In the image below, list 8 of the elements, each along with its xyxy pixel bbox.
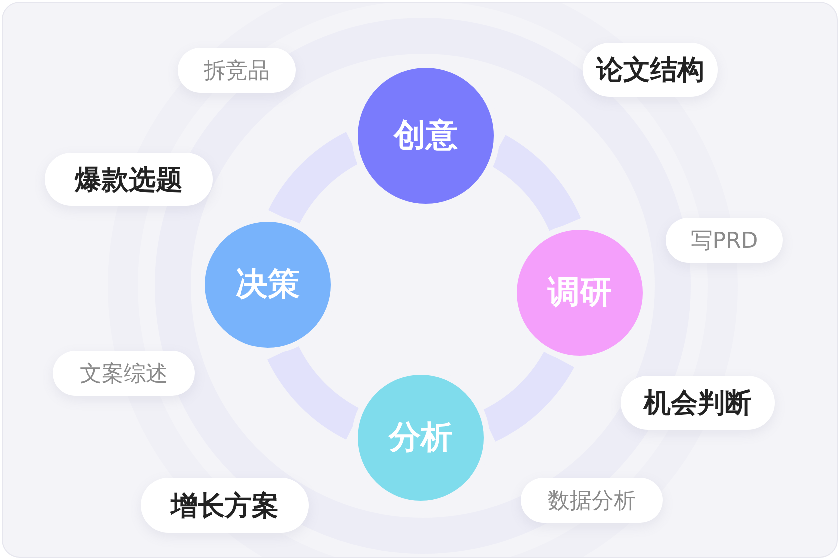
tag-pill: 写PRD <box>666 218 783 263</box>
tag-pill: 拆竞品 <box>178 48 296 93</box>
tag-pill: 爆款选题 <box>45 153 213 206</box>
tag-pill: 论文结构 <box>583 43 718 97</box>
tag-pill: 文案综述 <box>53 351 195 396</box>
tag-pill: 数据分析 <box>521 478 663 523</box>
tag-pill: 增长方案 <box>141 478 309 533</box>
tag-pill: 机会判断 <box>621 376 775 430</box>
